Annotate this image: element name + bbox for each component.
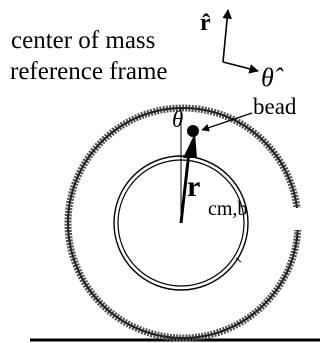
outer-wheel-rim	[64, 104, 304, 342]
theta-hat-axis-arrow	[222, 61, 259, 74]
caption-line-2: reference frame	[10, 58, 168, 85]
r-hat-axis-arrow	[222, 9, 232, 63]
theta-angle-label: θ	[172, 107, 183, 132]
r-hat-label: r̂	[200, 10, 211, 36]
bead-dot	[187, 125, 199, 137]
position-vector-arrow	[179, 133, 197, 224]
bead-pointer-arrow	[201, 112, 253, 132]
bead-label: bead	[253, 94, 297, 119]
position-vector-subscript: cm,b	[208, 198, 247, 220]
theta-hat-label: θ̂	[261, 63, 284, 92]
position-vector-label: r⃗	[187, 170, 224, 203]
caption-line-1: center of mass	[11, 27, 155, 54]
